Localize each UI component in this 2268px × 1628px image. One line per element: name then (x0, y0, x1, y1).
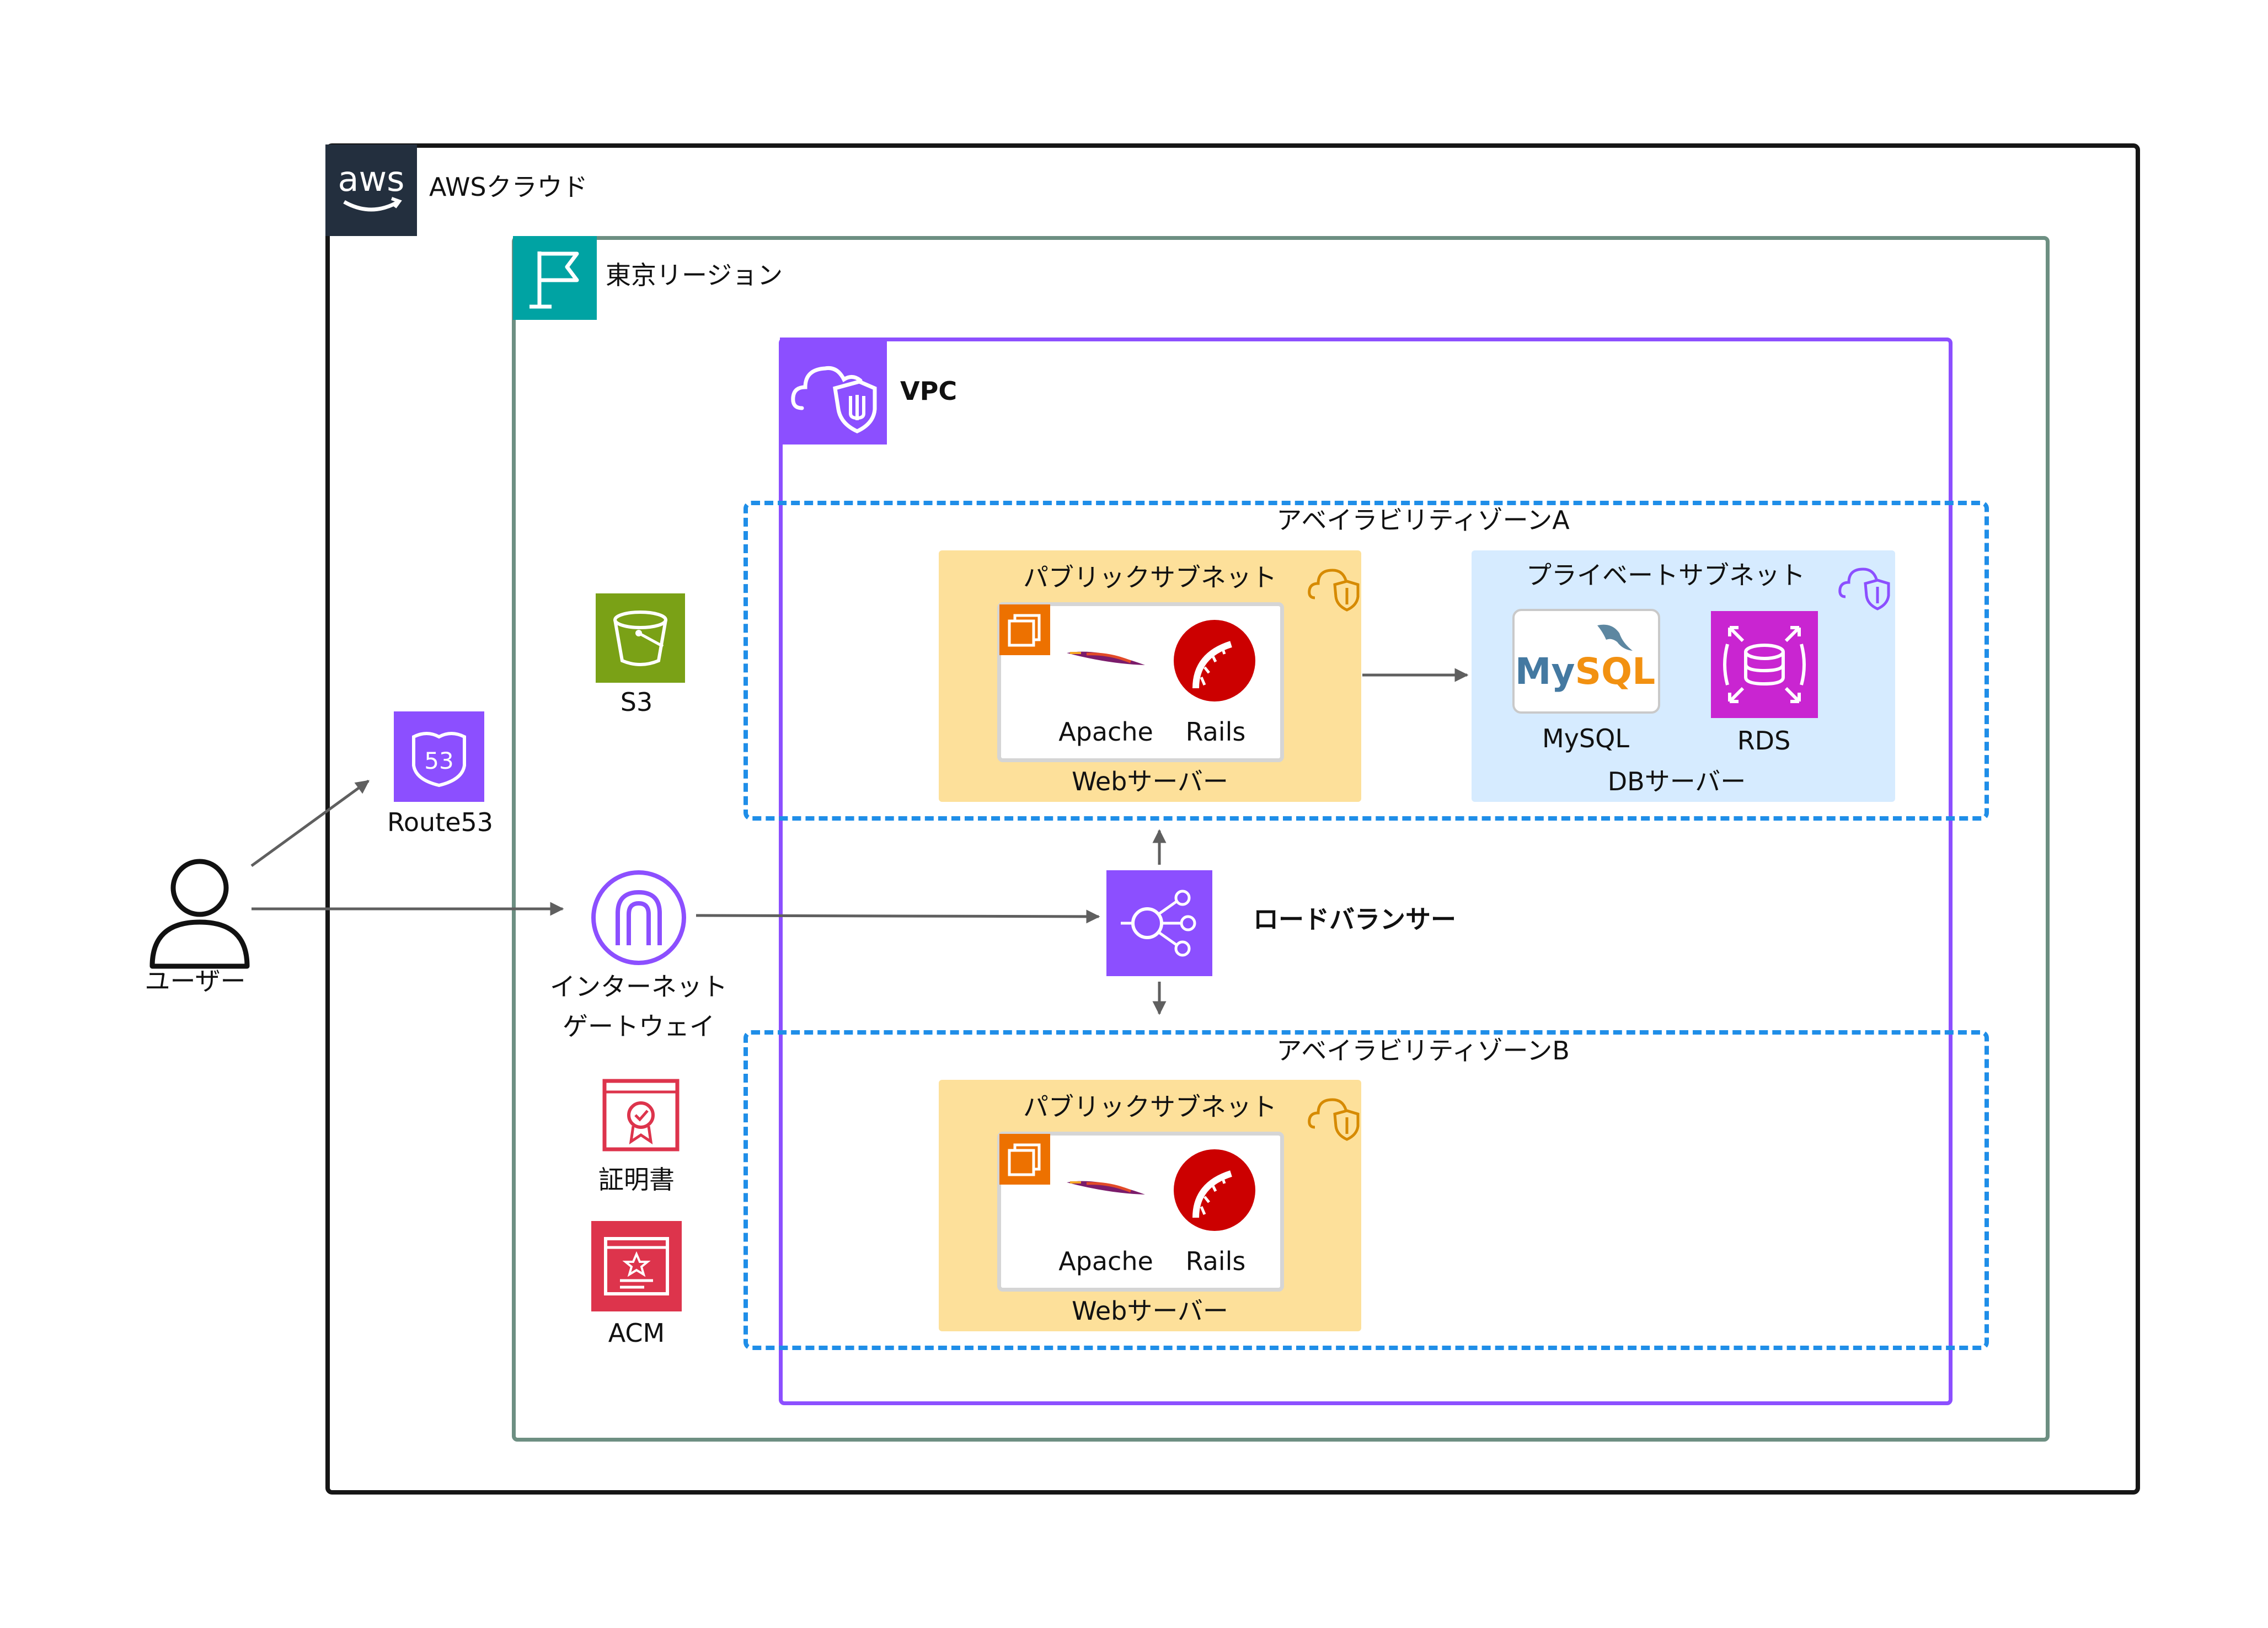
load-balancer-label: ロードバランサー (1253, 904, 1456, 934)
private-subnet-a-label: プライベートサブネット (1526, 560, 1805, 590)
az-a-label: アベイラビリティゾーンA (1276, 505, 1570, 535)
igw-label-line2: ゲートウェイ (563, 1011, 715, 1041)
rds-label: RDS (1737, 726, 1791, 756)
rails-label: Rails (1185, 717, 1246, 747)
web-server-a-label: Webサーバー (1072, 767, 1228, 796)
s3-bucket-icon (596, 593, 685, 683)
subnet-shield-icon (1306, 1089, 1361, 1144)
acm-icon (591, 1221, 682, 1311)
user-icon (145, 856, 255, 972)
apache-label: Apache (1058, 717, 1153, 747)
user-label: ユーザー (145, 966, 246, 996)
aws-cloud-label: AWSクラウド (429, 172, 588, 202)
public-subnet-b-label: パブリックサブネット (1023, 1092, 1277, 1122)
tokyo-region-label: 東京リージョン (606, 260, 783, 290)
db-server-label: DBサーバー (1607, 767, 1746, 796)
route53-badge-text: 53 (424, 747, 453, 774)
arrow-igw-to-lb (696, 909, 1100, 924)
subnet-shield-icon (1306, 559, 1361, 614)
flag-icon (513, 236, 597, 320)
aws-logo-icon: aws (325, 144, 417, 236)
vpc-label: VPC (900, 376, 958, 406)
mysql-logo-text: MySQL (1515, 650, 1655, 693)
rails-icon (1174, 1149, 1255, 1231)
vpc-cloud-shield-icon (780, 338, 887, 445)
acm-label: ACM (608, 1318, 665, 1348)
aws-logo-text: aws (338, 159, 404, 199)
web-server-b-label: Webサーバー (1072, 1296, 1228, 1326)
route53-label: Route53 (387, 807, 494, 837)
rails-icon (1174, 620, 1255, 701)
certificate-label: 証明書 (598, 1165, 675, 1195)
tokyo-region-group (512, 236, 2050, 1442)
ec2-instance-icon (999, 604, 1050, 655)
route53-icon: 53 (394, 711, 484, 802)
az-b-label: アベイラビリティゾーンB (1276, 1036, 1570, 1065)
apache-feather-icon (1065, 1171, 1147, 1204)
subnet-shield-icon (1837, 558, 1892, 613)
internet-gateway-icon (589, 868, 688, 967)
rails-label: Rails (1185, 1246, 1246, 1276)
vpc-group (779, 338, 1953, 1405)
availability-zone-b (743, 1030, 1989, 1350)
public-subnet-a-label: パブリックサブネット (1023, 563, 1277, 592)
apache-feather-icon (1065, 642, 1147, 675)
arrow-user-to-route53 (250, 779, 370, 867)
apache-label: Apache (1058, 1246, 1153, 1276)
mysql-logo-icon: MySQL (1512, 609, 1660, 714)
load-balancer-icon (1106, 870, 1212, 976)
mysql-label: MySQL (1542, 724, 1629, 753)
s3-label: S3 (620, 687, 653, 717)
igw-label-line1: インターネット (550, 972, 728, 1002)
rds-icon (1711, 611, 1818, 718)
availability-zone-a (743, 501, 1989, 821)
aws-cloud-group (325, 143, 2140, 1495)
ec2-instance-icon (999, 1134, 1050, 1185)
certificate-icon (601, 1078, 681, 1153)
